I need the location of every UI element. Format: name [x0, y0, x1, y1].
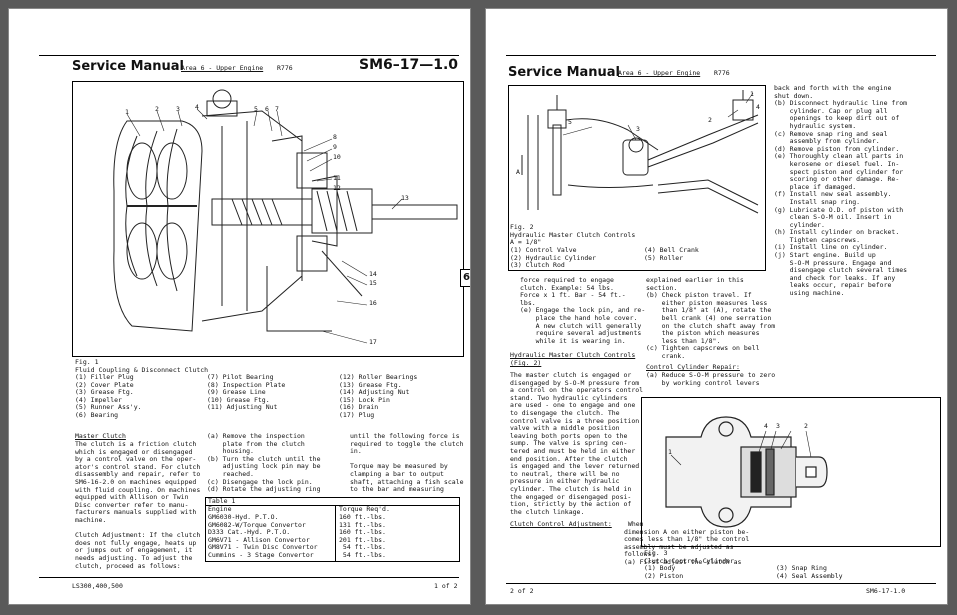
table-1-torque-header: Torque Req'd.: [339, 505, 390, 513]
callout-10: 10: [333, 153, 341, 161]
adjust-steps-text: (a) Remove the inspection plate from the…: [207, 432, 321, 494]
document-number: SM6–17—1.0: [359, 57, 459, 73]
cylinder-repair-heading: Control Cylinder Repair:: [646, 363, 740, 371]
footer-rule: [39, 577, 459, 578]
table-1-rule: [205, 505, 460, 506]
footer-left: LS300,400,500: [72, 582, 123, 590]
manual-page-2: Service Manual Area 6 - Upper Engine R77…: [485, 8, 948, 605]
master-clutch-text: The clutch is a friction clutch which is…: [75, 440, 201, 570]
figure-2-legend-col2: (4) Bell Crank (5) Roller: [644, 246, 699, 262]
area-label: Area 6 - Upper Engine: [618, 69, 701, 77]
manual-page-1: Service Manual Area 6 - Upper Engine R77…: [8, 8, 471, 605]
clutch-controls-drawing: [521, 90, 759, 214]
figure-3-legend-col2: (3) Snap Ring (4) Seal Assembly: [776, 564, 843, 580]
hydraulic-controls-text: The master clutch is engaged or disengag…: [510, 371, 644, 516]
model-label: R776: [277, 64, 293, 72]
fig3-callout-4: 4: [764, 422, 768, 430]
footer-rule: [506, 583, 936, 584]
page-title: Service Manual: [72, 59, 185, 74]
callout-A: A: [516, 168, 520, 176]
figure-1-frame: [72, 81, 464, 357]
footer-right: SM6-17-1.0: [866, 587, 906, 595]
callout-9: 9: [333, 143, 337, 151]
callout-4: 4: [195, 103, 199, 111]
callout-17: 17: [369, 338, 377, 346]
figure-2-caption: Fig. 2 Hydraulic Master Clutch Controls …: [510, 223, 636, 247]
callout-11: 11: [333, 174, 341, 182]
clutch-control-adjustment-heading: Clutch Control Adjustment:: [510, 520, 612, 528]
figure-2-frame: [508, 85, 766, 271]
callout-5: 5: [254, 105, 258, 113]
figure-1-legend-col2: (7) Pilot Bearing (8) Inspection Plate (…: [207, 373, 286, 412]
callout-3: 3: [636, 125, 640, 133]
callout-4: 4: [756, 103, 760, 111]
callout-12: 12: [333, 184, 341, 192]
figure-1-legend-col3: (12) Roller Bearings (13) Grease Ftg. (1…: [339, 373, 418, 419]
area-label: Area 6 - Upper Engine: [181, 64, 264, 72]
piston-travel-steps: explained earlier in this section. (b) C…: [646, 276, 776, 360]
table-1-engine-header: Engine: [208, 505, 232, 513]
hydraulic-controls-heading: Hydraulic Master Clutch Controls: [510, 351, 636, 359]
control-cylinder-drawing: [665, 416, 828, 528]
table-1-engines: GM6030-Hyd. P.T.O. GM6082-W/Torque Conve…: [208, 513, 318, 559]
callout-5: 5: [568, 118, 572, 126]
figure-1-legend-col1: (1) Filler Plug (2) Cover Plate (3) Grea…: [75, 373, 142, 419]
repair-steps-continued: back and forth with the engine shut down…: [774, 84, 908, 298]
table-1: [205, 497, 460, 562]
torque-text: until the following force is required to…: [350, 432, 464, 494]
callout-1: 1: [750, 90, 754, 98]
callout-14: 14: [369, 270, 377, 278]
callout-8: 8: [333, 133, 337, 141]
callout-1: 1: [125, 108, 129, 116]
footer-right: 1 of 2: [434, 582, 458, 590]
cylinder-repair-text: (a) Reduce S-O-M pressure to zero by wor…: [646, 371, 776, 387]
footer-left: 2 of 2: [510, 587, 534, 595]
page-title: Service Manual: [508, 65, 621, 80]
figure-2-legend-col1: (1) Control Valve (2) Hydraulic Cylinder…: [510, 246, 597, 270]
adjustment-continued: force required to engage clutch. Example…: [520, 276, 646, 345]
hydraulic-controls-ref: (Fig. 2): [510, 359, 542, 367]
section-tab: 6: [460, 269, 470, 287]
callout-13: 13: [401, 194, 409, 202]
figure-3-frame: [641, 397, 941, 547]
fig3-callout-3: 3: [776, 422, 780, 430]
master-clutch-heading: Master Clutch: [75, 432, 126, 440]
callout-3: 3: [176, 105, 180, 113]
header-rule: [506, 55, 936, 56]
model-label: R776: [714, 69, 730, 77]
figure-3-legend-col1: (1) Body (2) Piston: [644, 564, 684, 580]
callout-7: 7: [275, 105, 279, 113]
table-1-torques: 160 ft.-lbs. 131 ft.-lbs. 160 ft.-lbs. 2…: [339, 513, 386, 559]
fig3-callout-1: 1: [668, 448, 672, 456]
table-1-title: Table 1: [208, 497, 236, 505]
fig3-callout-2: 2: [804, 422, 808, 430]
callout-6: 6: [265, 105, 269, 113]
callout-2: 2: [708, 116, 712, 124]
fluid-coupling-drawing: [113, 89, 458, 344]
header-rule: [39, 55, 459, 56]
figure-3-caption: Fig. 3 Clutch Control Cylinder: [644, 549, 735, 565]
callout-2: 2: [155, 105, 159, 113]
table-1-divider: [335, 505, 336, 562]
figure-1-caption: Fig. 1 Fluid Coupling & Disconnect Clutc…: [75, 358, 209, 374]
callout-16: 16: [369, 299, 377, 307]
callout-15: 15: [369, 279, 377, 287]
